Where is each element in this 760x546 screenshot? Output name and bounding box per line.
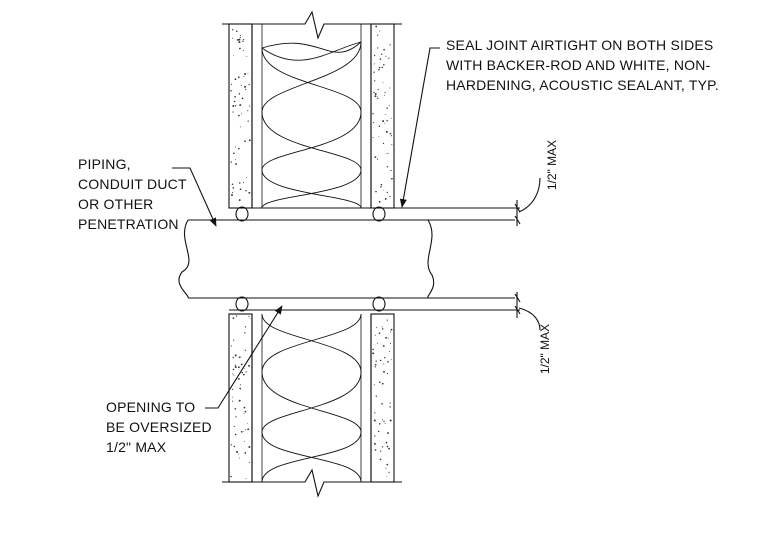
seal-note: SEAL JOINT AIRTIGHT ON BOTH SIDES WITH B… <box>446 35 719 95</box>
leader-lines <box>172 47 541 409</box>
backer-rod-sealant <box>235 206 386 312</box>
seal-note-line-2: WITH BACKER-ROD AND WHITE, NON- <box>446 57 711 73</box>
lower-wall-section <box>222 313 402 498</box>
piping-note-line-3: OR OTHER <box>78 196 154 212</box>
opening-note-line-1: OPENING TO <box>106 399 196 415</box>
piping-note-line-2: CONDUIT DUCT <box>78 176 187 192</box>
upper-wall-section <box>222 10 402 209</box>
opening-note-line-3: 1/2" MAX <box>106 439 167 455</box>
pipe-penetration <box>178 207 520 311</box>
piping-note-line-4: PENETRATION <box>78 216 179 232</box>
top-dimension-label: 1/2" MAX <box>545 139 559 191</box>
dimension-ticks <box>514 200 521 318</box>
piping-note-line-1: PIPING, <box>78 156 131 172</box>
opening-note: OPENING TO BE OVERSIZED 1/2" MAX <box>106 397 212 457</box>
seal-note-line-1: SEAL JOINT AIRTIGHT ON BOTH SIDES <box>446 37 714 53</box>
bottom-dimension-label: 1/2" MAX <box>538 323 552 375</box>
gypsum-texture <box>230 25 393 480</box>
opening-note-line-2: BE OVERSIZED <box>106 419 212 435</box>
seal-note-line-3: HARDENING, ACOUSTIC SEALANT, TYP. <box>446 77 719 93</box>
piping-note: PIPING, CONDUIT DUCT OR OTHER PENETRATIO… <box>78 154 187 234</box>
